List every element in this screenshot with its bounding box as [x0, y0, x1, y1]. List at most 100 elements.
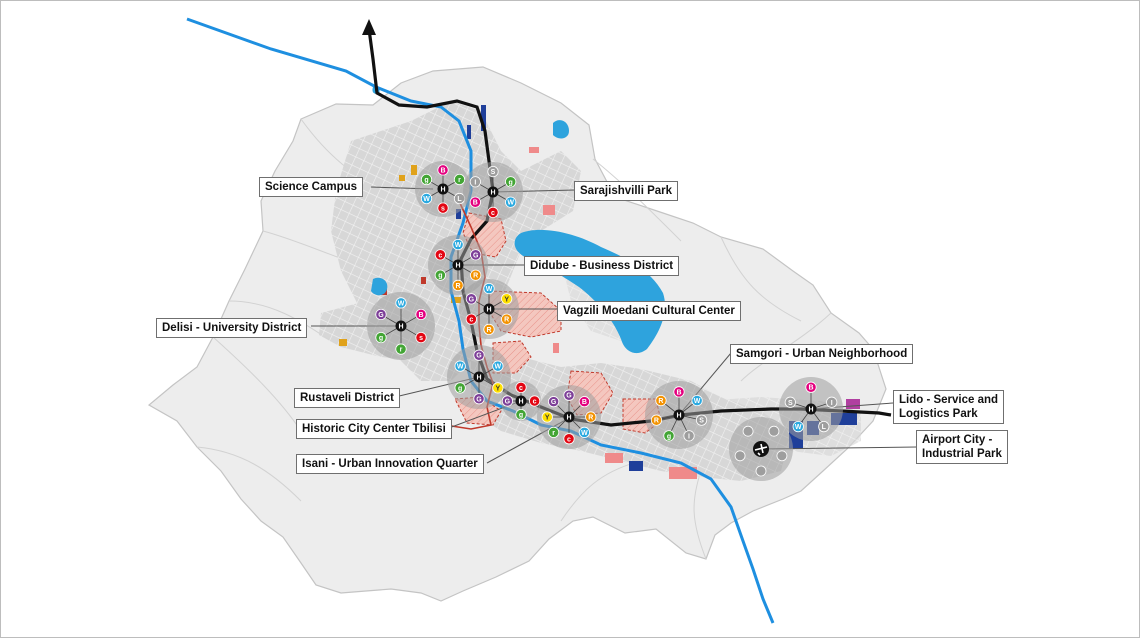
hub-node-letter: Y — [545, 415, 550, 422]
hub-core — [395, 320, 407, 332]
label-lido: Lido - Service and Logistics Park — [893, 390, 1005, 424]
hub-node — [434, 269, 446, 281]
hub-node — [492, 382, 504, 394]
hub-node — [469, 176, 481, 188]
hub-node — [755, 465, 767, 477]
hub-node — [415, 308, 427, 321]
hub-node-letter: r — [400, 347, 403, 354]
hub-node — [548, 426, 560, 438]
hub-core — [483, 303, 495, 315]
hub-node — [528, 395, 541, 407]
hub-node-letter: B — [676, 389, 681, 396]
hub-node-letter: g — [667, 433, 671, 440]
label-science-campus: Science Campus — [259, 177, 364, 197]
hub-node-letter: g — [519, 412, 523, 419]
hub-node-letter: I — [831, 400, 833, 407]
hub-node — [792, 421, 804, 433]
hub-node — [415, 331, 427, 344]
hub-core — [563, 411, 575, 423]
hub-node-letter: S — [491, 169, 496, 176]
hub-node-letter: W — [581, 430, 588, 437]
hub-node — [541, 411, 553, 423]
hub-letter: H — [476, 375, 481, 382]
hub-node — [501, 313, 513, 325]
label-lido-line2: Logistics Park — [899, 408, 978, 420]
hub-node-letter: I — [474, 179, 476, 186]
label-lido-line1: Lido - Service and — [899, 394, 999, 406]
hub-node-letter: R — [455, 283, 460, 290]
hub-node-letter: g — [509, 179, 513, 186]
hub-node — [768, 425, 780, 437]
hub-node — [452, 279, 464, 291]
label-sarajishvilli-park: Sarajishvilli Park — [574, 181, 679, 201]
hub-node-letter: c — [567, 436, 571, 443]
hub-node — [483, 323, 495, 335]
hub-node-letter: L — [457, 196, 462, 203]
hub-node — [695, 414, 708, 426]
hub-node-letter: W — [495, 364, 502, 371]
hub-core — [487, 186, 499, 198]
hub-node-letter: Y — [504, 296, 509, 303]
hub-node-letter: G — [476, 396, 482, 403]
hub-node-letter: g — [424, 177, 428, 184]
airplane-glyph — [754, 443, 768, 456]
hub-node-letter: L — [822, 424, 827, 431]
hub-node — [563, 433, 575, 445]
hub-node — [505, 176, 517, 188]
hub-node-letter: r — [552, 430, 555, 437]
hub-node-letter: G — [551, 399, 557, 406]
hub-node — [663, 430, 675, 442]
hub-node — [470, 249, 482, 261]
label-rustaveli: Rustaveli District — [294, 388, 400, 408]
hub-node — [673, 386, 685, 398]
hub-node-letter: c — [519, 385, 523, 392]
hub-node — [375, 308, 387, 321]
hub-node — [470, 269, 482, 281]
hub-letter: H — [566, 415, 571, 422]
label-didube: Didube - Business District — [524, 256, 680, 276]
hub-node — [818, 421, 830, 433]
hub-node — [483, 282, 495, 295]
hub-node — [437, 202, 449, 214]
hub-node — [515, 408, 527, 421]
hub-node — [420, 192, 433, 205]
hub-letter: H — [490, 190, 495, 197]
hub-node-letter: s — [419, 335, 423, 342]
hub-node — [469, 196, 481, 208]
hub-node — [578, 426, 590, 438]
hub-node — [473, 393, 485, 405]
hub-node — [454, 382, 466, 394]
hub-node-letter: c — [469, 317, 473, 324]
hub-node — [465, 313, 477, 325]
hub-node-letter: G — [469, 296, 475, 303]
hub-node — [548, 396, 560, 408]
hub-core — [473, 371, 485, 383]
label-airport-line1: Airport City - — [922, 434, 993, 446]
hub-core — [805, 403, 817, 415]
hub-node-letter: B — [418, 312, 423, 319]
hub-airport-city — [729, 417, 793, 481]
hub-node — [805, 381, 817, 393]
label-historic-center: Historic City Center Tbilisi — [296, 419, 452, 439]
hub-node — [453, 173, 466, 186]
hub-core — [437, 183, 449, 195]
hub-node — [473, 349, 485, 361]
hub-node-letter: W — [423, 196, 430, 203]
hub-node — [454, 360, 466, 372]
hub-node-letter: B — [473, 200, 478, 207]
hub-core — [452, 259, 464, 271]
hub-node — [655, 394, 667, 407]
hub-node-letter: W — [457, 364, 464, 371]
hub-node — [515, 381, 527, 393]
label-airport-city: Airport City - Industrial Park — [916, 430, 1008, 464]
hub-node-letter: W — [795, 424, 802, 431]
hub-node-letter: G — [505, 399, 511, 406]
hub-node-letter: s — [441, 206, 445, 213]
